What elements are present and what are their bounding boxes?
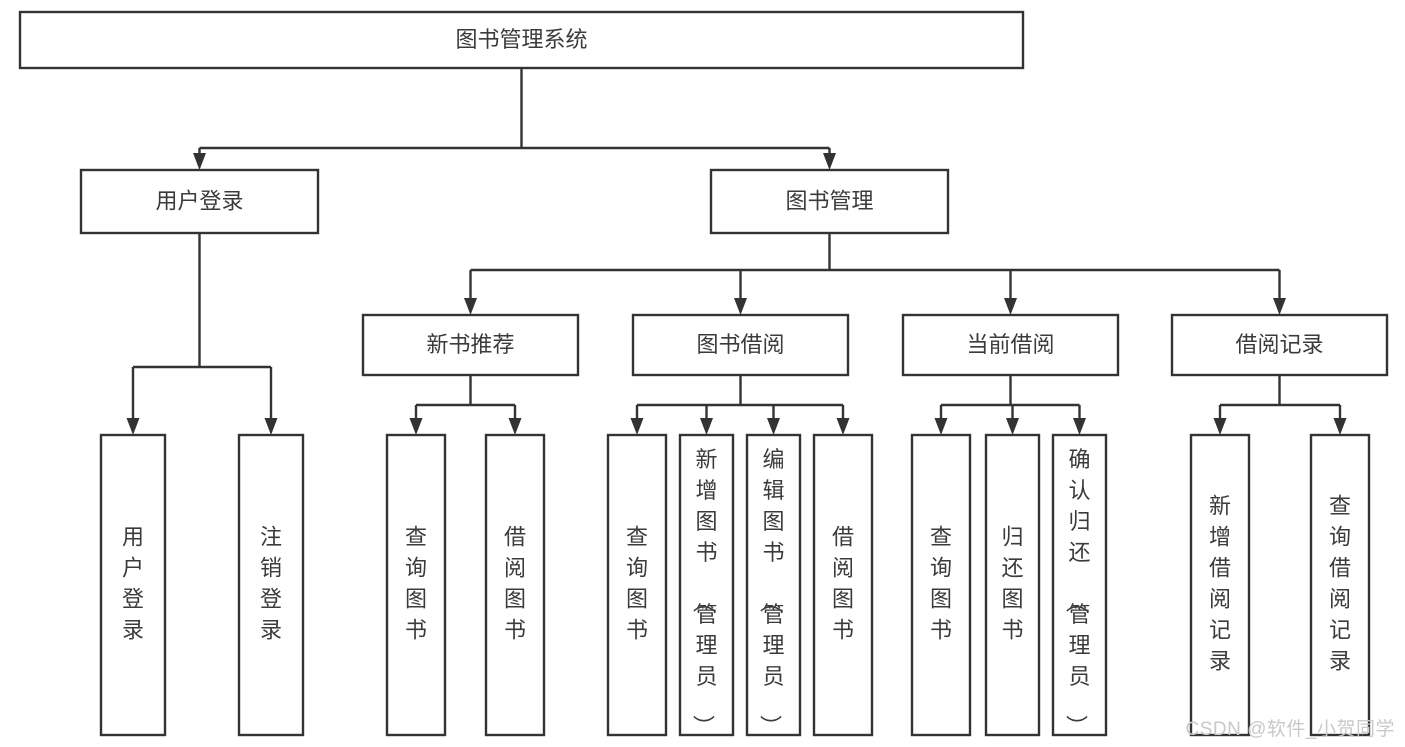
node-label-leaf-query-record: 查询借阅记录: [1329, 493, 1351, 673]
node-box-leaf-query-record[interactable]: [1309, 433, 1371, 737]
node-leaf-query-book-c[interactable]: 查询图书: [910, 433, 972, 737]
node-box-leaf-edit-book[interactable]: [745, 433, 802, 737]
node-label-leaf-user-login: 用户登录: [122, 524, 144, 642]
node-label-leaf-borrow-book-rec: 借阅图书: [504, 524, 526, 642]
node-borrow-record[interactable]: 借阅记录: [1170, 313, 1389, 377]
node-label-leaf-add-book: 新增图书（管理员）: [690, 447, 717, 737]
node-label-leaf-add-record: 新增借阅记录: [1209, 493, 1231, 673]
connector-new-book-rec: [409, 375, 522, 435]
node-leaf-add-record[interactable]: 新增借阅记录: [1189, 433, 1251, 737]
node-box-book-manage[interactable]: [709, 168, 950, 235]
node-label-book-manage: 图书管理: [785, 188, 873, 213]
node-label-leaf-query-book-b: 查询图书: [626, 524, 648, 642]
node-leaf-borrow-book-rec[interactable]: 借阅图书: [484, 433, 546, 737]
node-leaf-query-book-rec[interactable]: 查询图书: [385, 433, 447, 737]
node-leaf-return-book[interactable]: 归还图书: [984, 433, 1041, 737]
node-box-leaf-confirm-return[interactable]: [1051, 433, 1108, 737]
connector-current-borrow: [934, 375, 1086, 435]
node-box-leaf-add-book[interactable]: [678, 433, 735, 737]
connector-root: [193, 68, 836, 170]
node-leaf-confirm-return[interactable]: 确认归还（管理员）: [1051, 433, 1108, 737]
node-label-leaf-edit-book: 编辑图书（管理员）: [757, 447, 784, 737]
node-box-leaf-query-book-rec[interactable]: [385, 433, 447, 737]
node-label-leaf-borrow-book-b: 借阅图书: [832, 524, 854, 642]
node-box-leaf-add-record[interactable]: [1189, 433, 1251, 737]
node-box-book-borrow[interactable]: [631, 313, 850, 377]
node-label-book-borrow: 图书借阅: [696, 332, 784, 357]
connector-borrow-record: [1213, 375, 1347, 435]
node-box-user-login[interactable]: [79, 168, 320, 235]
node-box-new-book-rec[interactable]: [361, 313, 580, 377]
node-box-leaf-query-book-b[interactable]: [606, 433, 668, 737]
node-box-current-borrow[interactable]: [901, 313, 1120, 377]
node-label-new-book-rec: 新书推荐: [426, 332, 514, 357]
node-box-root[interactable]: [18, 10, 1025, 70]
node-leaf-query-book-b[interactable]: 查询图书: [606, 433, 668, 737]
node-leaf-borrow-book-b[interactable]: 借阅图书: [812, 433, 874, 737]
node-label-leaf-query-book-rec: 查询图书: [405, 524, 427, 642]
node-box-leaf-logout[interactable]: [237, 433, 305, 737]
connector-book-manage: [464, 233, 1286, 315]
node-root[interactable]: 图书管理系统: [18, 10, 1025, 70]
node-box-borrow-record[interactable]: [1170, 313, 1389, 377]
node-box-leaf-borrow-book-b[interactable]: [812, 433, 874, 737]
node-label-current-borrow: 当前借阅: [966, 332, 1054, 357]
node-leaf-add-book[interactable]: 新增图书（管理员）: [678, 433, 735, 737]
node-label-leaf-logout: 注销登录: [260, 524, 282, 642]
node-label-user-login: 用户登录: [155, 188, 243, 213]
node-leaf-user-login[interactable]: 用户登录: [99, 433, 167, 737]
node-leaf-logout[interactable]: 注销登录: [237, 433, 305, 737]
node-user-login[interactable]: 用户登录: [79, 168, 320, 235]
node-label-leaf-confirm-return: 确认归还（管理员）: [1063, 447, 1090, 737]
node-box-leaf-borrow-book-rec[interactable]: [484, 433, 546, 737]
node-box-leaf-user-login[interactable]: [99, 433, 167, 737]
node-book-manage[interactable]: 图书管理: [709, 168, 950, 235]
node-leaf-edit-book[interactable]: 编辑图书（管理员）: [745, 433, 802, 737]
node-box-leaf-return-book[interactable]: [984, 433, 1041, 737]
node-book-borrow[interactable]: 图书借阅: [631, 313, 850, 377]
node-label-leaf-query-book-c: 查询图书: [930, 524, 952, 642]
node-current-borrow[interactable]: 当前借阅: [901, 313, 1120, 377]
connector-user-login: [126, 233, 278, 435]
connector-book-borrow: [630, 375, 850, 435]
watermark-label: CSDN @软件_小贺同学: [1185, 719, 1395, 740]
node-leaf-query-record[interactable]: 查询借阅记录: [1309, 433, 1371, 737]
node-box-leaf-query-book-c[interactable]: [910, 433, 972, 737]
node-new-book-rec[interactable]: 新书推荐: [361, 313, 580, 377]
node-label-borrow-record: 借阅记录: [1235, 332, 1323, 357]
node-label-leaf-return-book: 归还图书: [1001, 524, 1023, 642]
node-label-root: 图书管理系统: [455, 27, 587, 52]
